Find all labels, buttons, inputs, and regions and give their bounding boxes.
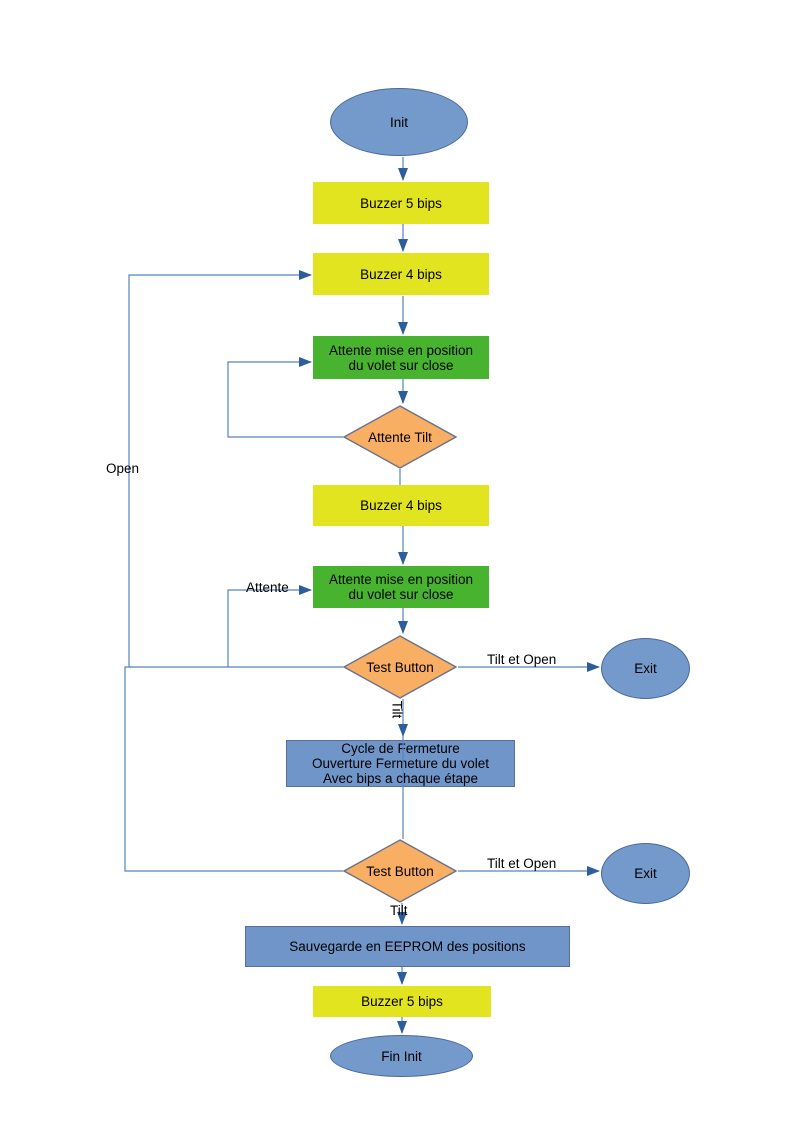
node-cycle-fermeture: Cycle de Fermeture Ouverture Fermeture d… [286, 740, 515, 787]
node-exit-1-label: Exit [634, 661, 657, 676]
node-sauvegarde-eeprom-label: Sauvegarde en EEPROM des positions [289, 939, 526, 954]
node-init: Init [330, 88, 468, 156]
node-init-label: Init [389, 114, 408, 130]
node-buzzer-5-bips-bottom-label: Buzzer 5 bips [361, 994, 443, 1009]
node-attente-position-1-line2: du volet sur close [348, 357, 454, 373]
edge-label-attente: Attente [246, 580, 289, 595]
edge-label-tilt-et-open-1: Tilt et Open [487, 652, 557, 667]
node-attente-position-1: Attente mise en position du volet sur cl… [313, 336, 489, 379]
node-buzzer-5-bips-top-label: Buzzer 5 bips [360, 195, 442, 211]
node-test-button-1-label: Test Button [366, 659, 434, 675]
node-buzzer-4-bips-mid: Buzzer 4 bips [313, 485, 489, 526]
node-attente-tilt-label: Attente Tilt [368, 429, 432, 445]
node-buzzer-4-bips-mid-label: Buzzer 4 bips [360, 498, 442, 513]
edge-label-open: Open [106, 461, 140, 476]
edge-label-tilt-horizontal: Tilt [390, 903, 408, 918]
node-exit-1: Exit [601, 638, 690, 699]
node-cycle-fermeture-line3: Avec bips a chaque étape [322, 771, 479, 786]
node-attente-position-2: Attente mise en position du volet sur cl… [313, 566, 489, 608]
node-buzzer-5-bips-bottom: Buzzer 5 bips [313, 986, 491, 1017]
node-sauvegarde-eeprom: Sauvegarde en EEPROM des positions [245, 926, 570, 967]
node-cycle-fermeture-line1: Cycle de Fermeture [341, 741, 460, 756]
node-fin-init: Fin Init [330, 1035, 473, 1077]
edge-label-tilt-et-open-2: Tilt et Open [487, 856, 557, 871]
node-attente-position-2-line2: du volet sur close [348, 587, 454, 602]
node-buzzer-4-bips-top-label: Buzzer 4 bips [360, 266, 442, 282]
node-exit-2-label: Exit [634, 866, 657, 881]
node-cycle-fermeture-line2: Ouverture Fermeture du volet [311, 756, 490, 771]
diamond-shape [343, 839, 457, 903]
node-test-button-2-label: Test Button [366, 863, 434, 879]
diamond-shape [343, 635, 457, 699]
node-test-button-2: Test Button [343, 839, 457, 903]
node-buzzer-4-bips-top: Buzzer 4 bips [313, 253, 489, 295]
node-exit-2: Exit [601, 843, 690, 904]
node-test-button-1: Test Button [343, 635, 457, 699]
node-attente-position-2-line1: Attente mise en position [328, 572, 474, 587]
node-attente-tilt: Attente Tilt [343, 405, 457, 469]
node-buzzer-5-bips-top: Buzzer 5 bips [313, 182, 489, 224]
edge-attente-branch [227, 585, 312, 667]
diamond-shape [343, 405, 457, 469]
node-attente-position-1-line1: Attente mise en position [328, 342, 474, 358]
edge-open-loop [128, 270, 343, 668]
edge-label-tilt-vertical: Tilt [389, 700, 405, 719]
node-fin-init-label: Fin Init [381, 1048, 422, 1064]
